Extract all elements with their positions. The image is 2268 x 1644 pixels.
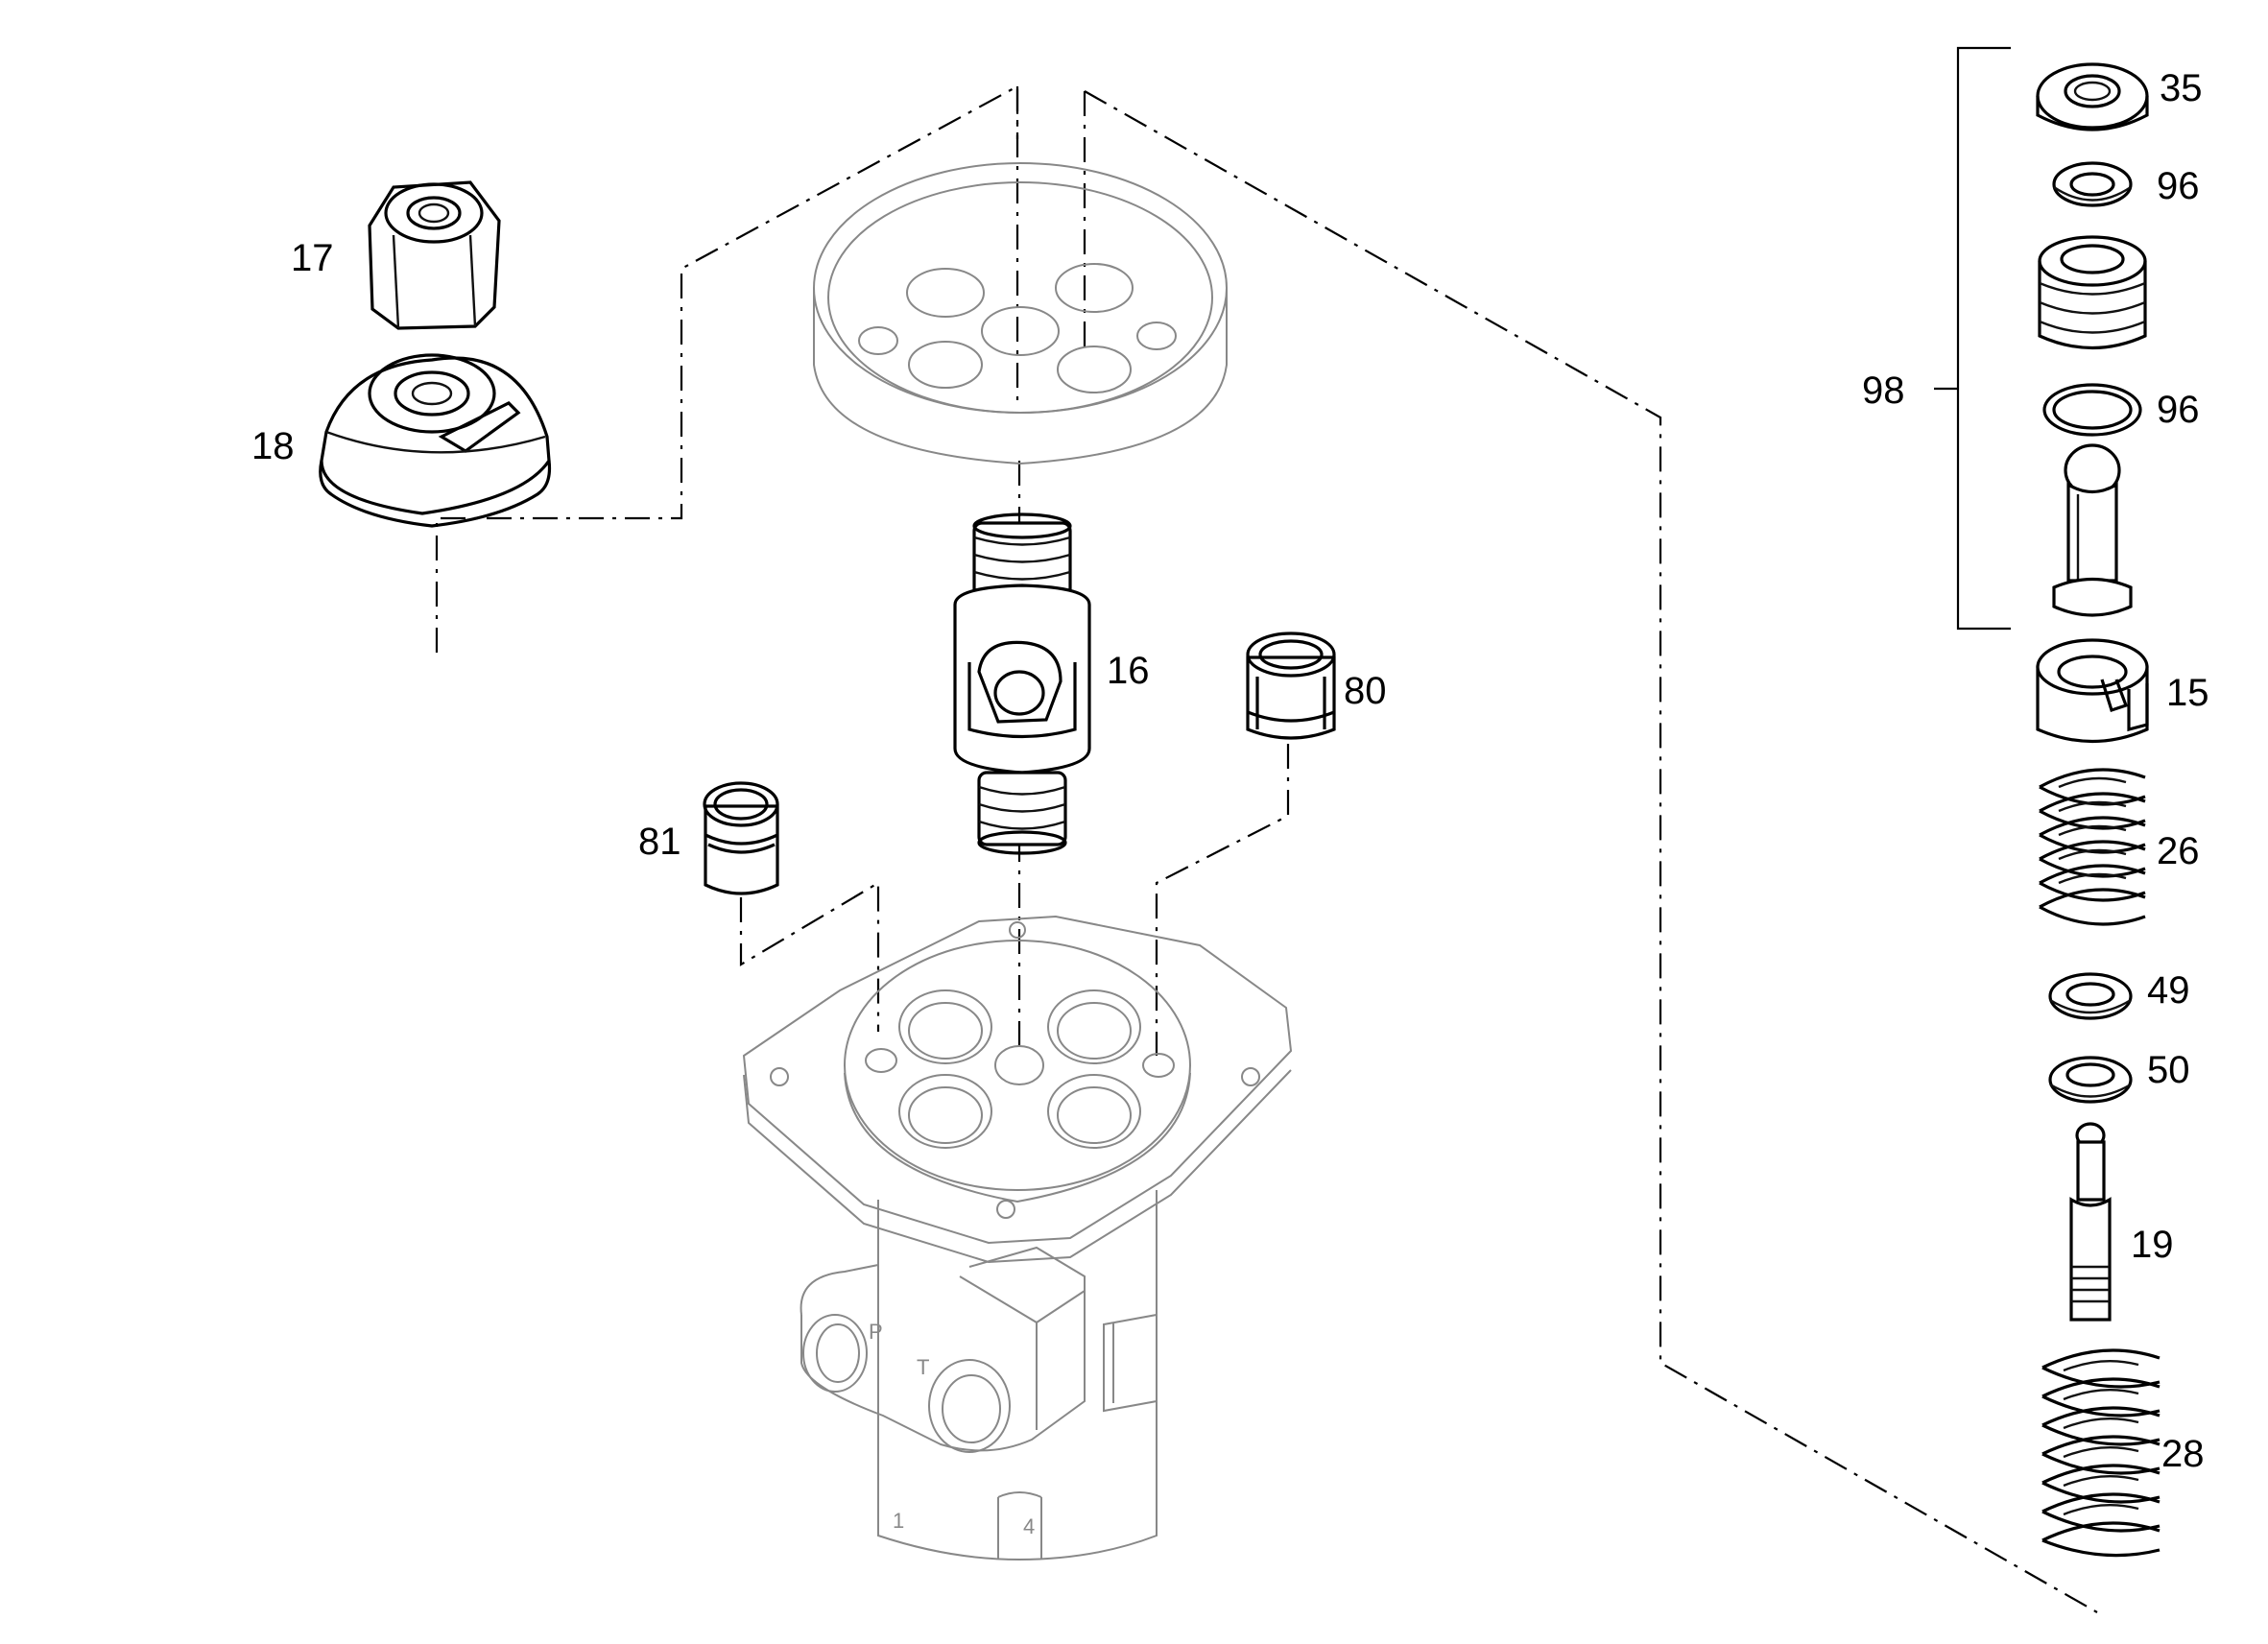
part-98-plunger	[2052, 443, 2133, 617]
label-part-80: 80	[1344, 670, 1387, 712]
part-17-hex-nut	[368, 180, 501, 330]
label-part-16: 16	[1107, 650, 1150, 692]
label-part-28: 28	[2161, 1433, 2205, 1475]
part-98-bracket	[1934, 46, 2011, 631]
label-part-19: 19	[2131, 1224, 2174, 1266]
label-part-35: 35	[2160, 67, 2203, 109]
port-t-mark: T	[917, 1355, 929, 1379]
part-15-spring-seat	[2036, 638, 2149, 743]
body-mark-4: 4	[1023, 1514, 1035, 1538]
part-50-washer	[2048, 1056, 2133, 1104]
part-18-dust-cap	[319, 353, 552, 528]
label-part-15: 15	[2166, 672, 2209, 714]
label-part-96-upper: 96	[2157, 165, 2200, 207]
part-26-spring	[2039, 768, 2146, 926]
assembly-lines	[435, 84, 2098, 1613]
part-19-pin	[2069, 1122, 2112, 1322]
part-28-spring	[2041, 1348, 2161, 1558]
body-mark-1: 1	[893, 1509, 904, 1533]
label-part-96-lower: 96	[2157, 389, 2200, 431]
part-81-plug	[703, 781, 779, 895]
part-98-piston-head	[2038, 235, 2147, 349]
label-part-17: 17	[291, 237, 334, 279]
label-part-49: 49	[2147, 969, 2190, 1012]
valve-housing: P T 1 4	[742, 915, 1293, 1561]
port-p-mark: P	[869, 1320, 883, 1344]
label-part-81: 81	[638, 821, 681, 863]
label-part-98: 98	[1862, 369, 1905, 412]
part-labels: 17 18 16 80 81 35 96 98 96 15 26 49 50 1…	[251, 67, 2209, 1475]
part-80-bushing	[1246, 631, 1336, 740]
part-96-washer-upper	[2052, 161, 2133, 207]
part-16-joint-shaft	[953, 512, 1091, 855]
part-35-cap	[2036, 62, 2149, 131]
label-part-50: 50	[2147, 1049, 2190, 1091]
label-part-26: 26	[2157, 830, 2200, 872]
part-49-washer	[2048, 972, 2133, 1020]
boot-cover	[813, 162, 1228, 465]
part-96-oring-lower	[2042, 383, 2142, 437]
label-part-18: 18	[251, 425, 295, 467]
